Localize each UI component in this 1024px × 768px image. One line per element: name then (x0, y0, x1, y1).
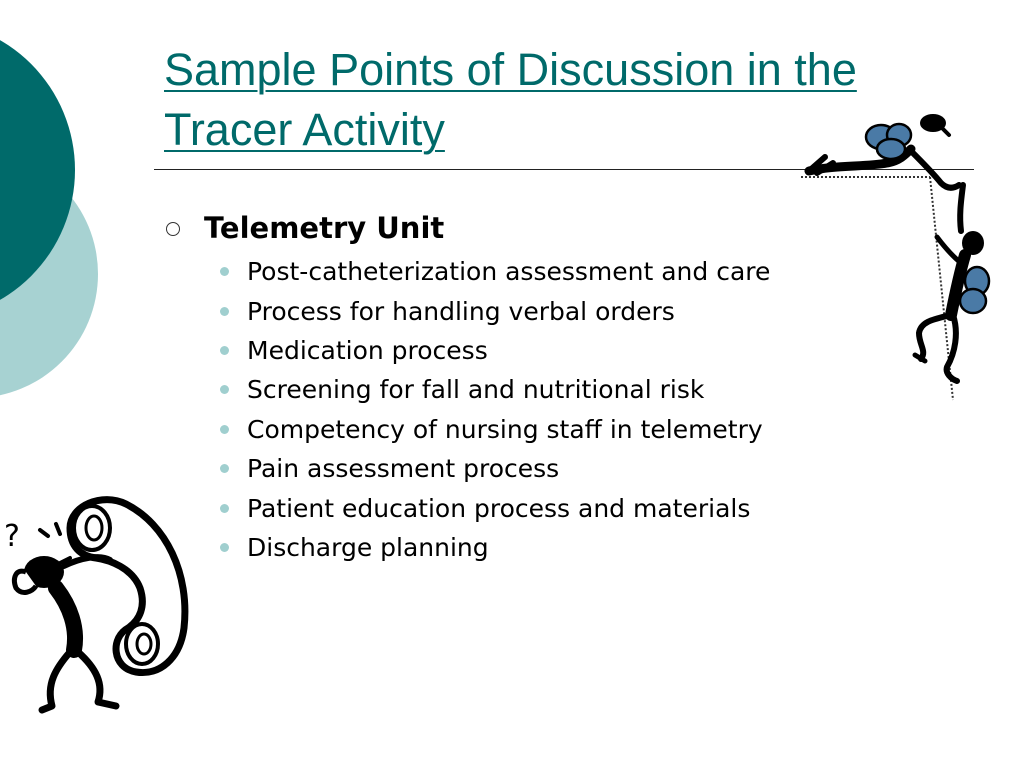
dot-bullet-icon (220, 503, 229, 513)
slide-content: Telemetry Unit Post-catheterization asse… (166, 206, 886, 567)
svg-text:?: ? (4, 519, 20, 554)
thinking-figure-clipart-icon: ? (4, 496, 189, 714)
dot-bullet-icon (220, 424, 229, 434)
list-item: Pain assessment process (220, 449, 886, 488)
title-divider (154, 169, 974, 170)
list-item: Patient education process and materials (220, 488, 886, 527)
top-backpack-icon (864, 122, 913, 161)
dot-bullet-icon (220, 542, 229, 552)
list-item: Discharge planning (220, 528, 886, 567)
dot-bullet-icon (220, 464, 229, 474)
climbers-clipart-icon (801, 114, 991, 401)
ring-bullet-icon (166, 222, 180, 236)
sub-bullet-list: Post-catheterization assessment and care… (166, 252, 886, 567)
list-item: Post-catheterization assessment and care (220, 252, 886, 291)
list-item: Screening for fall and nutritional risk (220, 370, 886, 409)
dot-bullet-icon (220, 306, 229, 316)
list-item: Process for handling verbal orders (220, 291, 886, 330)
dot-bullet-icon (220, 345, 229, 355)
section-heading: Telemetry Unit (204, 211, 445, 245)
hanging-backpack-icon (958, 265, 991, 315)
bullet-level1: Telemetry Unit (166, 206, 886, 250)
list-item: Competency of nursing staff in telemetry (220, 410, 886, 449)
slide-title: Sample Points of Discussion in the Trace… (164, 44, 857, 155)
list-item: Medication process (220, 331, 886, 370)
dot-bullet-icon (220, 385, 229, 395)
dot-bullet-icon (220, 267, 229, 277)
